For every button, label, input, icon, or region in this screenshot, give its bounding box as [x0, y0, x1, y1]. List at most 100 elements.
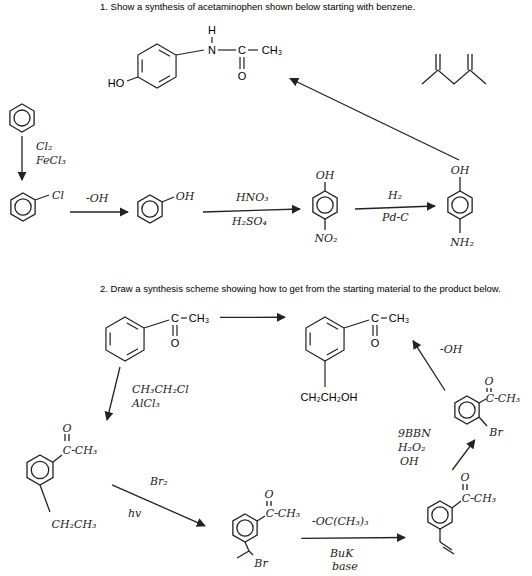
reaction-arrow: [203, 209, 300, 212]
bond-line: [237, 551, 249, 558]
atom-label: CH₃: [389, 313, 409, 324]
bond-line: [324, 182, 325, 191]
reagent-label: H₂SO₄: [232, 216, 267, 228]
reagent-label: -OH: [86, 193, 108, 205]
structure-drawing: [100, 20, 290, 98]
bond-line: [266, 501, 267, 506]
bond-line: [176, 50, 204, 55]
bond-line: [245, 542, 249, 551]
aminophenol: OH NH₂: [435, 160, 495, 252]
atom-label: O: [484, 376, 493, 387]
double-bond: [159, 50, 170, 56]
benzene-ring: [138, 195, 162, 223]
atom-label: CH₃: [262, 45, 282, 56]
atom-label: OH: [176, 191, 195, 202]
alkene-intermediate: OC-CH₃: [405, 470, 510, 560]
aromatic-circle: [459, 402, 475, 418]
benzene-ring: [306, 317, 344, 361]
bond-line: [176, 325, 177, 336]
double-bond: [327, 349, 338, 355]
double-bond: [327, 323, 338, 329]
atom-label: C-CH₃: [486, 393, 521, 404]
reagent-label: -OC(CH₃)₃: [312, 516, 369, 528]
reaction-arrow: [21, 136, 22, 180]
atom-label: O: [62, 423, 71, 434]
acetaminophen: HOHNCCH₃O: [100, 20, 290, 98]
bond-line: [452, 501, 461, 508]
bond-line: [257, 516, 265, 521]
atom-label: Br: [254, 558, 267, 569]
atom-label: O: [238, 71, 247, 82]
atom-label: N: [208, 45, 216, 56]
bond-line: [490, 388, 491, 392]
aromatic-circle: [142, 201, 158, 217]
bond-line: [53, 455, 62, 462]
benzene-ring: [455, 396, 479, 424]
product-molecule: CCH₃OCH₂CH₂OH: [285, 305, 413, 407]
atom-label: O: [264, 489, 273, 500]
aromatic-circle: [432, 507, 448, 523]
reagent-label: Cl₂: [36, 141, 52, 153]
bond-line: [459, 177, 460, 191]
aromatic-circle: [31, 461, 48, 478]
bond-line: [324, 219, 325, 230]
reaction-arrow: [70, 211, 128, 212]
question-text: 2. Draw a synthesis scheme showing how t…: [100, 284, 501, 294]
bond-line: [249, 551, 253, 555]
atom-label: CH₃: [189, 313, 209, 324]
atom-label: C: [371, 313, 379, 324]
atom-label: H: [208, 25, 216, 36]
atom-label: C-CH₃: [462, 493, 497, 504]
atom-label: C: [238, 45, 246, 56]
reagent-label: base: [332, 561, 358, 573]
reagent-label: FeCl₃: [36, 155, 66, 167]
reagent-label: CH₃CH₂Cl: [132, 384, 189, 396]
ethyl-acetophenone: OC-CH₃CH₂CH₃: [12, 420, 112, 538]
benzene-start: [10, 104, 34, 132]
atom-label: NH₂: [450, 237, 474, 248]
atom-label: OH: [316, 170, 335, 181]
reagent-label: 9BBN: [398, 428, 431, 440]
acetophenone: C CH₃ O: [95, 305, 220, 367]
question-text: 1. Show a synthesis of acetaminophen sho…: [100, 2, 415, 12]
bond-line: [462, 484, 463, 490]
atom-label: CH₂CH₂OH: [301, 392, 358, 403]
bond-line: [211, 37, 212, 43]
atom-label: OH: [451, 165, 470, 176]
reaction-arrow: [452, 440, 475, 470]
reaction-arrow: [107, 367, 120, 420]
bond-line: [248, 49, 258, 50]
bond-line: [144, 320, 169, 328]
double-bond: [127, 349, 138, 355]
bond-line: [127, 77, 138, 81]
double-bond: [159, 76, 170, 82]
reagent-label: BuK: [330, 548, 353, 560]
double-bond: [310, 333, 311, 346]
benzene-ring: [428, 501, 452, 529]
atom-label: C-CH₃: [63, 445, 98, 456]
reaction-arrow: [355, 206, 435, 209]
benzene-ring: [11, 193, 35, 221]
reagent-label: -OH: [440, 344, 462, 356]
bond-line: [239, 57, 240, 69]
bond-line: [479, 417, 487, 426]
bond-line: [381, 317, 387, 318]
bond-line: [218, 49, 236, 50]
atom-label: C: [171, 313, 179, 324]
atom-label: Cl: [52, 190, 64, 201]
bond-line: [439, 529, 440, 542]
reaction-arrow: [290, 79, 459, 161]
reaction-arrow: [301, 537, 405, 539]
reagent-label: H₂: [388, 190, 402, 202]
bond-line: [486, 388, 487, 392]
reagent-label: hv: [128, 508, 141, 520]
structure-drawing: [405, 470, 510, 560]
nitrophenol: OHNO₂: [300, 168, 355, 250]
reaction-arrow: [220, 317, 285, 318]
atom-label: O: [171, 338, 180, 349]
double-bond: [127, 323, 138, 329]
reagent-label: AlCl₃: [132, 398, 160, 410]
bond-line: [35, 195, 49, 200]
reaction-arrow: [112, 485, 205, 526]
